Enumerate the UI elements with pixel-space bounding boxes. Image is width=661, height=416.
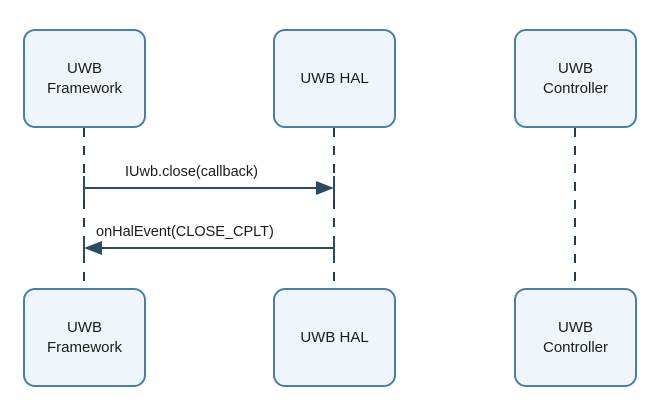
participant-label: UWB HAL — [300, 69, 369, 87]
participant-box-top-uwb-hal[interactable]: UWB HAL — [273, 29, 396, 128]
participant-box-bottom-uwb-framework[interactable]: UWB Framework — [23, 288, 146, 387]
arrowhead-right-icon — [316, 181, 334, 195]
message-label-iuwb-close: IUwb.close(callback) — [125, 164, 258, 180]
participant-label: UWB Controller — [542, 318, 609, 356]
participant-box-top-uwb-framework[interactable]: UWB Framework — [23, 29, 146, 128]
message-arrow-onhalevent-close-cplt — [83, 236, 335, 262]
participant-box-top-uwb-controller[interactable]: UWB Controller — [514, 29, 637, 128]
participant-label: UWB Framework — [46, 318, 122, 356]
participant-label: UWB HAL — [300, 328, 369, 346]
participant-box-bottom-uwb-hal[interactable]: UWB HAL — [273, 288, 396, 387]
participant-label: UWB Controller — [542, 59, 609, 97]
participant-label: UWB Framework — [46, 59, 122, 97]
message-label-onhalevent-close-cplt: onHalEvent(CLOSE_CPLT) — [96, 224, 274, 240]
participant-box-bottom-uwb-controller[interactable]: UWB Controller — [514, 288, 637, 387]
message-arrow-iuwb-close — [83, 176, 335, 200]
arrowhead-left-icon — [84, 241, 102, 255]
